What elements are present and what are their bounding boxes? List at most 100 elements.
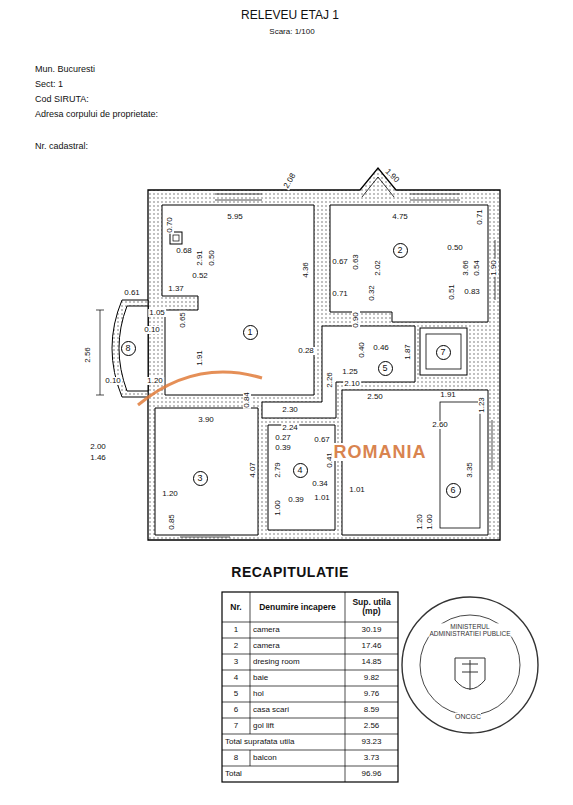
dimension: 4.36 <box>302 261 310 279</box>
header-field: Cod SIRUTA: <box>35 95 89 104</box>
chimney <box>170 232 182 244</box>
lift-shaft <box>420 328 467 375</box>
dimension: 0.27 <box>274 434 292 442</box>
dimension: 0.50 <box>446 244 464 252</box>
table-cell: Total suprafata utila <box>222 734 345 750</box>
dimension: 0.10 <box>104 377 122 385</box>
table-cell: 2 <box>222 638 250 654</box>
dimension: 2.26 <box>326 371 334 389</box>
room-number-circle: 4 <box>293 463 308 478</box>
room-outline <box>342 390 488 535</box>
dimension: 0.61 <box>123 289 141 297</box>
table-cell: 9.82 <box>345 670 398 686</box>
table-cell: 17.46 <box>345 638 398 654</box>
table-cell: camera <box>250 622 345 638</box>
room-number: 7 <box>440 348 445 357</box>
dimension: 2.79 <box>274 461 282 479</box>
dimension: 0.90 <box>352 311 360 329</box>
room-number-circle: 7 <box>436 345 451 360</box>
table-cell: 1 <box>222 622 250 638</box>
dimension: 1.00 <box>426 513 434 531</box>
table-cell: 14.85 <box>345 654 398 670</box>
table-cell: 3 <box>222 654 250 670</box>
dimension: 0.54 <box>473 259 481 277</box>
dimension: 0.52 <box>191 272 209 280</box>
room-number-circle: 5 <box>378 361 393 376</box>
dimension: 0.63 <box>352 253 360 271</box>
stamp-emblem <box>455 658 485 690</box>
stamp-ring <box>402 597 538 733</box>
dimension: 3.35 <box>466 461 474 479</box>
dimension: 5.95 <box>226 213 244 221</box>
dimension: 0.28 <box>297 347 315 355</box>
dimension: 0.46 <box>372 344 390 352</box>
room-number: 6 <box>450 486 455 495</box>
table-cell: baie <box>250 670 345 686</box>
title: RELEVEU ETAJ 1 <box>241 9 339 21</box>
dimension: 0.50 <box>208 249 216 267</box>
header-field: Adresa corpului de proprietate: <box>35 110 158 119</box>
room-number-circle: 6 <box>446 483 461 498</box>
table-cell: 96.96 <box>345 766 398 782</box>
room-number: 2 <box>397 246 402 255</box>
dimension: 1.05 <box>148 309 166 317</box>
dimension: 1.20 <box>416 513 424 531</box>
room-number: 8 <box>125 344 130 353</box>
dimension: 2.08 <box>282 171 298 190</box>
dimension: 2.56 <box>84 346 92 364</box>
header-field: Mun. Bucuresti <box>35 65 95 74</box>
dimension: 2.24 <box>281 424 299 432</box>
table-title: RECAPITULATIE <box>231 565 348 579</box>
room-outline <box>162 205 314 395</box>
table-cell: Total <box>222 766 345 782</box>
dimension: 1.90 <box>490 259 498 277</box>
room-number: 1 <box>247 328 252 337</box>
window <box>180 194 495 537</box>
dimension: 0.67 <box>331 258 349 266</box>
dimension: 1.91 <box>196 349 204 367</box>
room-number-circle: 2 <box>393 243 408 258</box>
dimension: 1.01 <box>313 494 331 502</box>
stamp <box>402 597 538 733</box>
dimension: 0.71 <box>476 208 484 226</box>
room-number-circle: 8 <box>121 341 136 356</box>
room-number-circle: 1 <box>243 325 258 340</box>
dimension: 1.46 <box>89 454 107 462</box>
summary-table <box>222 592 398 782</box>
dimension: 0.51 <box>448 283 456 301</box>
dimension: 0.10 <box>143 326 161 334</box>
table-header: Sup. utila (mp) <box>345 592 398 622</box>
dimension: 4.75 <box>391 213 409 221</box>
dimension: 2.50 <box>366 393 384 401</box>
dimension: 0.32 <box>368 284 376 302</box>
dimension: 2.00 <box>89 443 107 451</box>
dimension: 0.65 <box>179 311 187 329</box>
room-number: 5 <box>382 364 387 373</box>
watermark: ROMANIA <box>332 443 429 461</box>
table-cell: 8.59 <box>345 702 398 718</box>
dimension: 1.01 <box>348 486 366 494</box>
dimension: 0.84 <box>243 391 251 409</box>
table-cell: 30.19 <box>345 622 398 638</box>
table-cell: 3.73 <box>345 750 398 766</box>
dimension: 1.20 <box>146 377 164 385</box>
balcony-room <box>119 306 148 391</box>
dimension: 2.30 <box>281 406 299 414</box>
dimension: 0.83 <box>463 288 481 296</box>
dimension: 1.87 <box>404 343 412 361</box>
table-cell: dresing room <box>250 654 345 670</box>
table-cell: gol lift <box>250 718 345 734</box>
dimension: 2.02 <box>374 259 382 277</box>
table-cell: 6 <box>222 702 250 718</box>
table-cell: 4 <box>222 670 250 686</box>
dimension: 0.39 <box>287 496 305 504</box>
dimension: 2.10 <box>343 380 361 388</box>
dimension: 1.20 <box>161 490 179 498</box>
dimension: 0.67 <box>313 436 331 444</box>
header-field: Sect: 1 <box>35 80 63 89</box>
dimension: 1.91 <box>439 391 457 399</box>
dimension: 1.37 <box>167 285 185 293</box>
dimension: 0.71 <box>331 290 349 298</box>
room-outline <box>330 205 488 322</box>
